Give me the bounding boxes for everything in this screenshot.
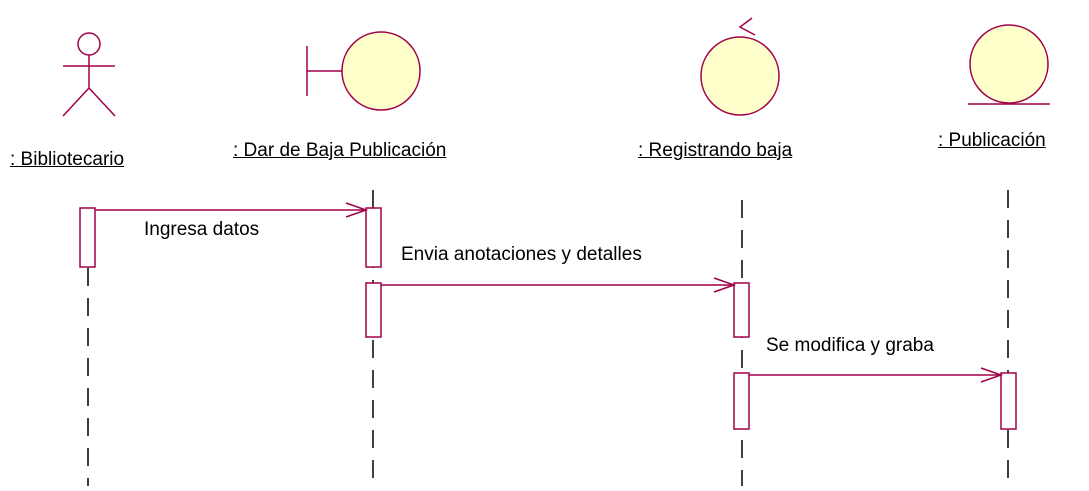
message-label-3: Se modifica y graba: [766, 335, 934, 356]
activation-registrando-1: [733, 282, 750, 338]
lifeline-name-dar-de-baja: : Dar de Baja Publicación: [233, 140, 447, 161]
activation-registrando-2: [733, 372, 750, 430]
activation-bibliotecario: [79, 207, 96, 268]
control-icon: [700, 17, 780, 116]
lifeline-name-bibliotecario: : Bibliotecario: [10, 149, 125, 170]
activation-dar-de-baja-1: [365, 207, 382, 268]
message-arrow-1: [95, 202, 369, 218]
activation-publicacion: [1000, 372, 1017, 430]
lifeline-name-registrando-baja: : Registrando baja: [638, 140, 793, 161]
message-label-2: Envia anotaciones y detalles: [401, 244, 642, 265]
message-arrow-2: [381, 277, 737, 293]
lifelines: [87, 190, 1009, 486]
activation-dar-de-baja-2: [365, 282, 382, 338]
message-arrow-3: [749, 367, 1004, 383]
entity-icon: [968, 24, 1050, 105]
actor-icon: [62, 32, 116, 117]
lifeline-name-publicacion: : Publicación: [938, 130, 1046, 151]
boundary-icon: [306, 31, 421, 111]
activations: [79, 207, 1017, 430]
message-label-1: Ingresa datos: [144, 219, 260, 240]
